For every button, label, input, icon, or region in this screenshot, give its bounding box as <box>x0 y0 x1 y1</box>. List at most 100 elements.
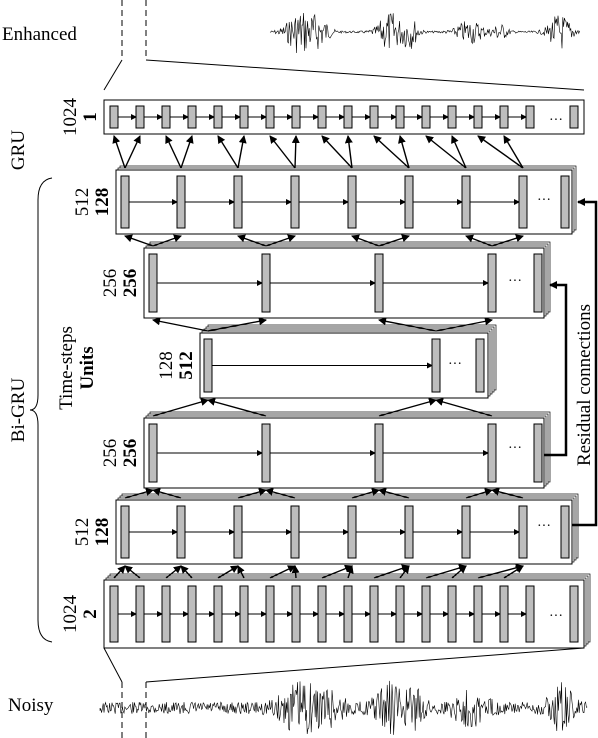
layer-bi1024: ··· <box>103 573 591 649</box>
connection-arrow <box>207 317 267 332</box>
gru-cell <box>239 105 249 129</box>
noisy-waveform <box>99 680 588 735</box>
connection-arrow <box>321 135 353 169</box>
connection-arrow <box>435 317 493 332</box>
layer-connections <box>112 135 524 579</box>
connection-arrow <box>451 135 467 169</box>
zoom-guides <box>103 0 585 738</box>
gru-cell <box>560 505 570 559</box>
ellipsis-label: ··· <box>537 193 551 208</box>
connection-arrow <box>152 234 182 247</box>
gru-cell <box>374 423 384 483</box>
gru-cell <box>569 585 579 643</box>
connection-arrow <box>124 488 154 499</box>
gru-cell <box>265 585 275 643</box>
gru-cell <box>148 423 158 483</box>
gru-cell <box>461 175 471 229</box>
layer-bi256a: ··· <box>143 241 551 319</box>
connection-arrow <box>465 234 493 247</box>
gru-cell <box>461 505 471 559</box>
gru-cell <box>499 585 509 643</box>
connection-arrow <box>398 135 410 169</box>
connection-arrow <box>378 234 410 247</box>
connection-arrow <box>124 135 141 169</box>
gru-cell <box>317 585 327 643</box>
layer-bi512a: ··· <box>115 165 577 235</box>
connection-arrow <box>378 487 410 499</box>
waveform-trace <box>99 680 588 735</box>
gru-cell <box>447 585 457 643</box>
gru-cell <box>533 253 543 313</box>
gru-cell <box>473 585 483 643</box>
connection-arrow <box>165 565 182 579</box>
gru-cell <box>533 423 543 483</box>
layer-units: 128 <box>92 188 113 217</box>
gru-cell <box>161 585 171 643</box>
gru-cell <box>525 585 535 643</box>
gru-cell <box>369 105 379 129</box>
gru-cell <box>135 105 145 129</box>
connection-arrow <box>152 398 209 417</box>
gru-cell <box>395 585 405 643</box>
connection-arrow <box>491 487 524 499</box>
bigru-brace <box>29 177 53 643</box>
connection-arrow <box>399 565 410 579</box>
connection-arrow <box>113 565 126 579</box>
layer-bi256b: ··· <box>143 411 551 489</box>
layer-time-steps: 256 <box>100 439 121 468</box>
layer-time-steps: 512 <box>72 518 93 547</box>
enhanced-label: Enhanced <box>2 24 77 45</box>
gru-cell <box>518 505 528 559</box>
gru-cell <box>148 253 158 313</box>
connection-arrow <box>152 488 182 499</box>
gru-cell <box>343 585 353 643</box>
connection-arrow <box>180 135 194 169</box>
gru-cell <box>499 105 509 129</box>
enhanced-waveform <box>269 12 580 54</box>
connection-arrow <box>217 135 239 169</box>
bigru-label: Bi-GRU <box>8 378 29 443</box>
layer-units: 512 <box>176 351 197 380</box>
connection-arrow <box>451 565 467 579</box>
residual-label: Residual connections <box>574 304 595 466</box>
connection-arrow <box>491 234 524 247</box>
waveform-trace <box>269 12 580 54</box>
connection-arrow <box>291 135 300 169</box>
connection-arrow <box>180 565 193 579</box>
gru-cell <box>187 105 197 129</box>
gru-cell <box>291 105 301 129</box>
layer-units: 256 <box>120 269 141 298</box>
gru-cell <box>261 423 271 483</box>
units-label: Units <box>77 346 98 389</box>
layer-time-steps: 1024 <box>60 595 81 634</box>
connection-arrow <box>378 398 437 417</box>
connection-arrow <box>465 488 493 499</box>
connection-arrow <box>265 234 296 247</box>
layer-gru: ··· <box>103 99 585 135</box>
ellipsis-label: ··· <box>549 113 563 128</box>
connection-arrow <box>265 488 296 499</box>
connection-arrow <box>373 135 410 169</box>
gru-cell <box>404 175 414 229</box>
layer-time-steps: 1024 <box>60 98 81 137</box>
gru-cell <box>560 175 570 229</box>
gru-cell <box>473 105 483 129</box>
connection-arrow <box>351 488 380 499</box>
gru-cell <box>395 105 405 129</box>
layer-time-steps: 128 <box>156 351 177 380</box>
gru-cell <box>233 505 243 559</box>
connection-arrow <box>503 565 524 579</box>
gru-cell <box>569 105 579 129</box>
connection-arrow <box>112 135 126 169</box>
ellipsis-label: ··· <box>508 441 522 456</box>
connection-arrow <box>237 565 245 579</box>
gru-cell <box>347 505 357 559</box>
ellipsis-label: ··· <box>448 357 462 372</box>
layer-units: 256 <box>120 439 141 468</box>
connection-arrow <box>344 135 353 169</box>
gru-cell <box>421 105 431 129</box>
layer-time-steps: 512 <box>72 188 93 217</box>
gru-cell <box>109 105 119 129</box>
